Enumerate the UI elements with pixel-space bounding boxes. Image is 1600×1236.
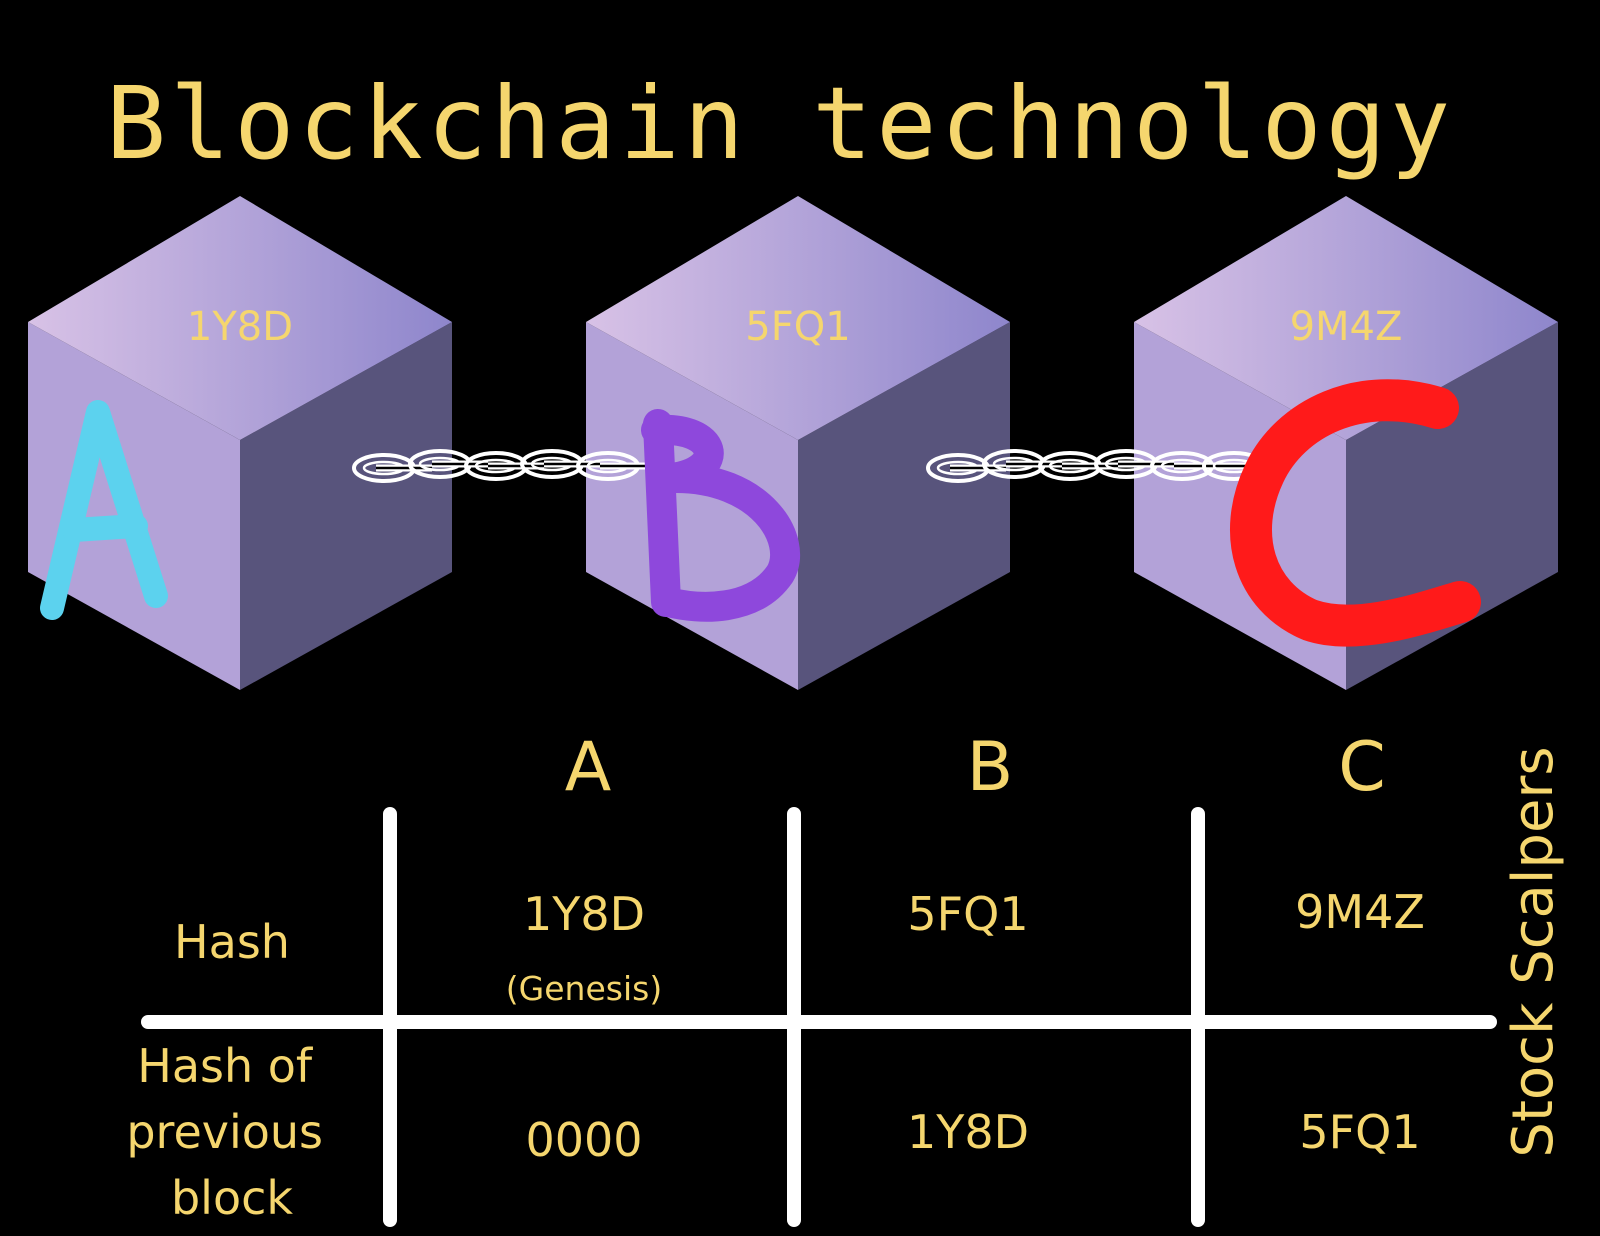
cell-hash-c: 9M4Z	[1295, 885, 1425, 939]
row-label-hash: Hash	[174, 915, 290, 969]
cell-hash-b: 5FQ1	[907, 887, 1028, 941]
block-hash-label: 5FQ1	[745, 304, 850, 350]
column-header-b: B	[967, 728, 1014, 807]
column-header-a: A	[565, 728, 612, 807]
row-label-line: block	[171, 1171, 293, 1225]
cube-top-face	[1134, 196, 1558, 440]
cube-top-face	[586, 196, 1010, 440]
cell-prev-b: 1Y8D	[907, 1105, 1029, 1159]
block-hash-label: 1Y8D	[187, 304, 293, 350]
cell-prev-a: 0000	[525, 1113, 642, 1167]
row-label-line: previous	[126, 1105, 323, 1159]
cell-genesis-note: (Genesis)	[506, 969, 662, 1008]
watermark-text: Stock Scalpers	[1501, 746, 1566, 1157]
letter-b-drawing	[641, 409, 800, 622]
page-title: Blockchain technology	[106, 65, 1454, 182]
row-label-prev-hash: Hash of previous block	[126, 1039, 337, 1225]
block-a: 1Y8D	[28, 196, 452, 690]
letter-c-drawing	[1230, 379, 1481, 647]
cell-prev-c: 5FQ1	[1299, 1105, 1420, 1159]
cube-right-face	[240, 322, 452, 690]
row-label-line: Hash of	[137, 1039, 314, 1093]
cube-top-face	[28, 196, 452, 440]
letter-a-drawing	[40, 400, 168, 620]
table-grid	[141, 807, 1497, 1227]
block-hash-label: 9M4Z	[1290, 304, 1403, 350]
cube-right-face	[798, 322, 1010, 690]
column-header-c: C	[1338, 728, 1385, 807]
cell-hash-a: 1Y8D	[523, 887, 645, 941]
